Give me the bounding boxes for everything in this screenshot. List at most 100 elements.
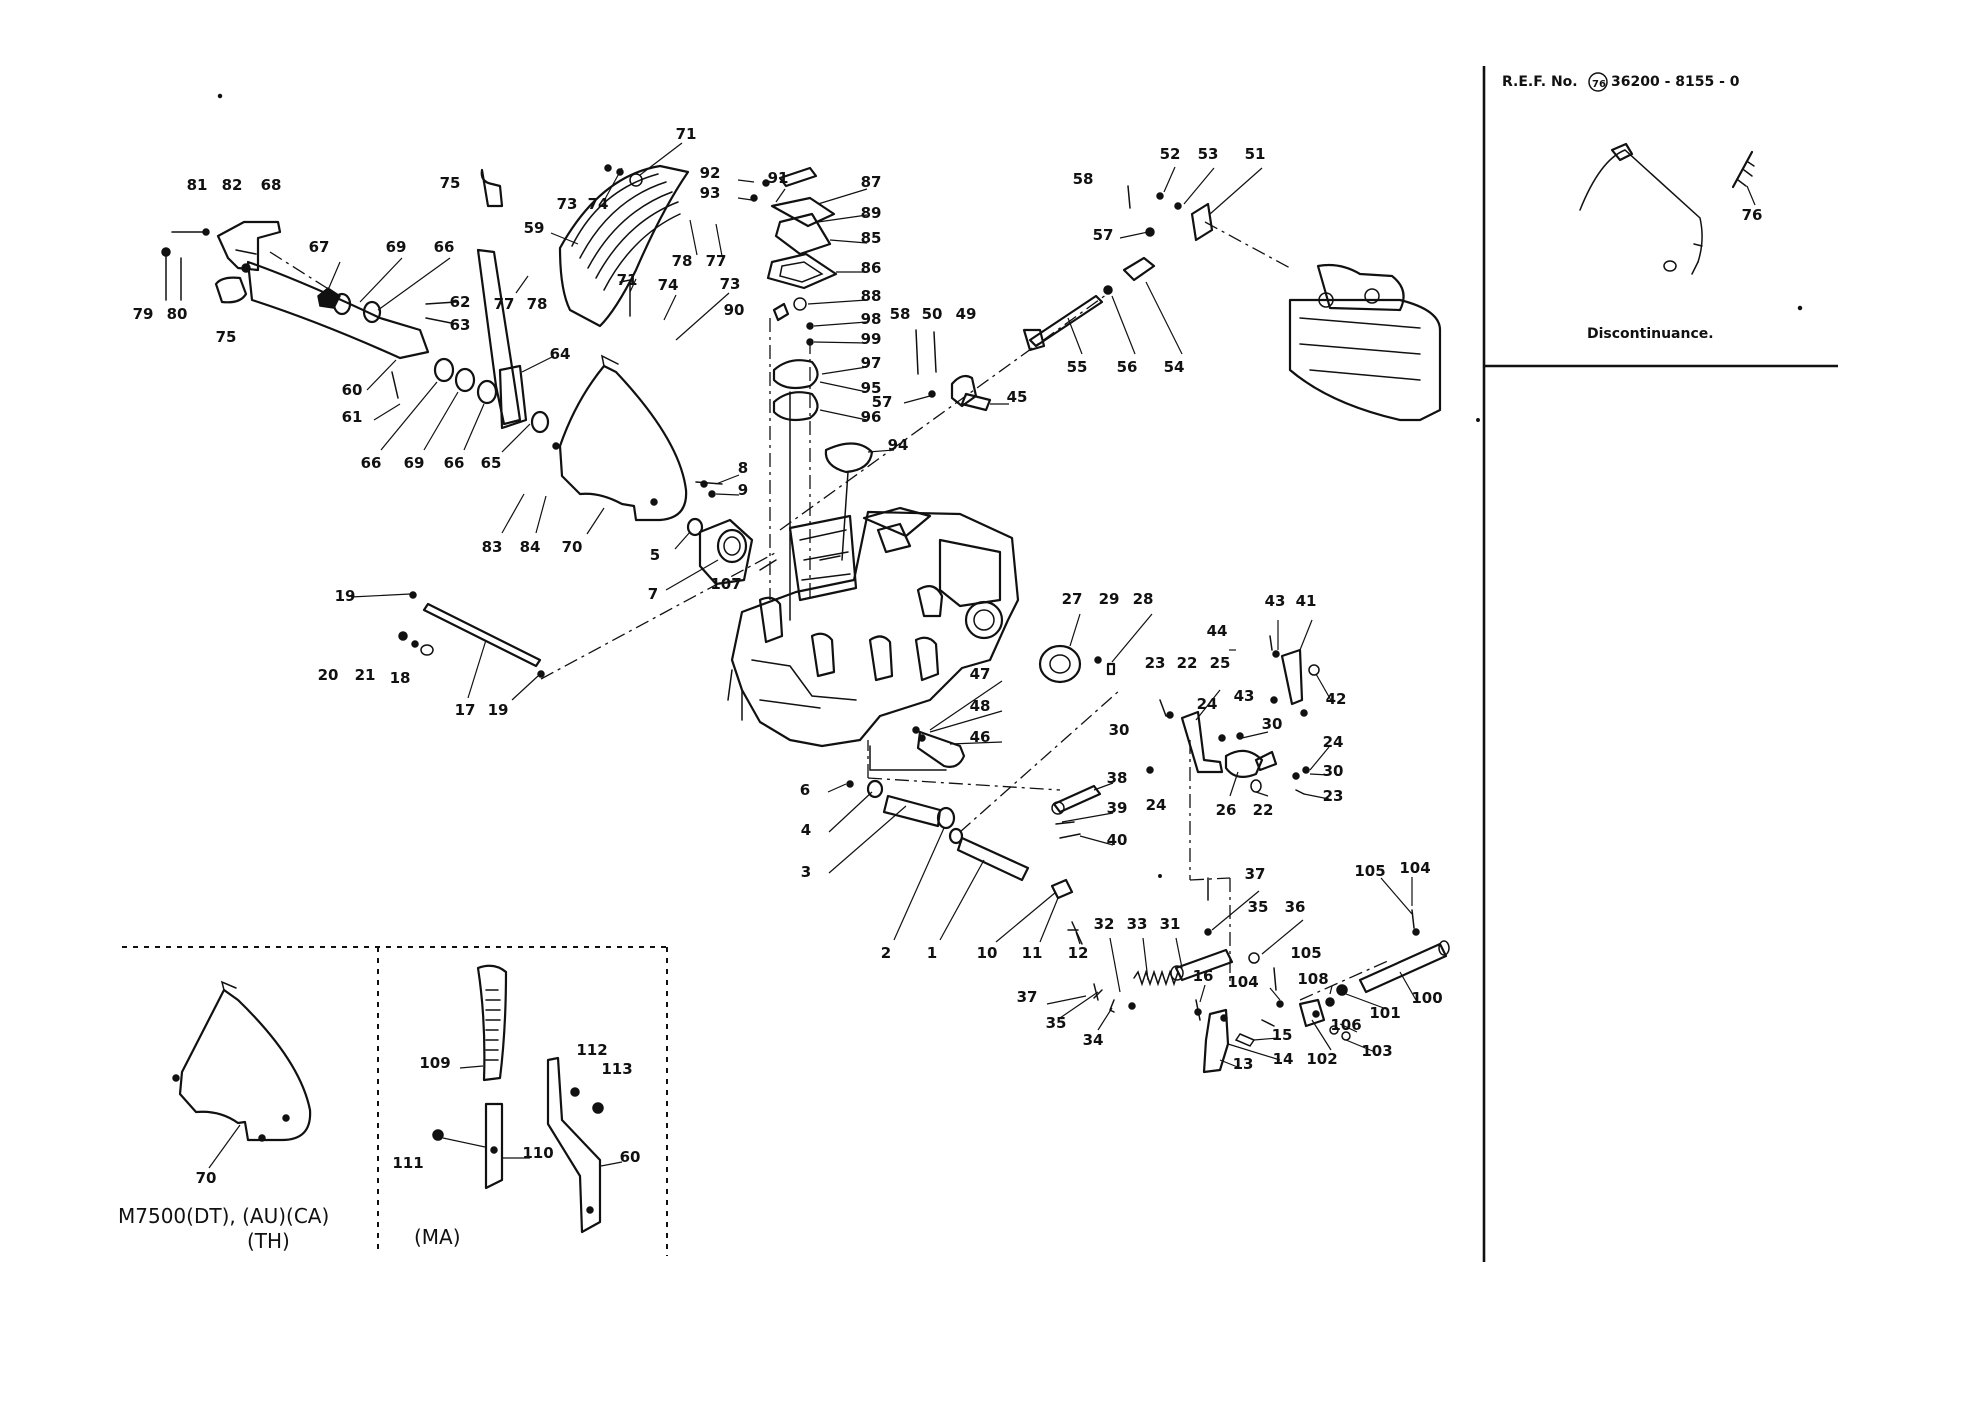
flange-27	[1038, 644, 1116, 684]
callout-33: 33	[1127, 915, 1148, 933]
callout-12: 12	[1068, 944, 1089, 962]
callout-94: 94	[888, 436, 909, 454]
lever-assembly-left	[161, 168, 550, 434]
callout-61: 61	[342, 408, 363, 426]
callout-70: 70	[562, 538, 583, 556]
callout-22: 22	[1253, 801, 1274, 819]
callout-35: 35	[1248, 898, 1269, 916]
callout-17: 17	[455, 701, 476, 719]
cover-70	[552, 354, 688, 522]
callout-9: 9	[738, 481, 748, 499]
callout-52: 52	[1160, 145, 1181, 163]
callout-53: 53	[1198, 145, 1219, 163]
ref-marker: 76	[1592, 79, 1606, 90]
callout-100: 100	[1411, 989, 1442, 1007]
callout-25: 25	[1210, 654, 1231, 672]
callout-59: 59	[524, 219, 545, 237]
callout-39: 39	[1107, 799, 1128, 817]
callout-57: 57	[1093, 226, 1114, 244]
callout-109: 109	[419, 1054, 450, 1072]
callout-79: 79	[133, 305, 154, 323]
callout-69: 69	[386, 238, 407, 256]
callout-87: 87	[861, 173, 882, 191]
callout-64: 64	[550, 345, 571, 363]
callout-14: 14	[1273, 1050, 1294, 1068]
callout-6: 6	[800, 781, 810, 799]
callout-70: 70	[196, 1169, 217, 1187]
callout-96: 96	[861, 408, 882, 426]
callout-36: 36	[1285, 898, 1306, 916]
variant-label-dt: M7500(DT), (AU)(CA)	[118, 1204, 329, 1228]
callout-106: 106	[1330, 1016, 1361, 1034]
callout-111: 111	[392, 1154, 423, 1172]
callout-56: 56	[1117, 358, 1138, 376]
callout-104: 104	[1399, 859, 1430, 877]
valve-stack	[750, 166, 874, 621]
callout-43: 43	[1234, 687, 1255, 705]
callout-50: 50	[922, 305, 943, 323]
callout-26: 26	[1216, 801, 1237, 819]
callout-103: 103	[1361, 1042, 1392, 1060]
callout-86: 86	[861, 259, 882, 277]
callout-88: 88	[861, 287, 882, 305]
callout-77: 77	[706, 252, 727, 270]
pedal-plate-59	[558, 164, 690, 328]
callout-55: 55	[1067, 358, 1088, 376]
shaft-17	[398, 591, 545, 678]
callout-29: 29	[1099, 590, 1120, 608]
callout-78: 78	[527, 295, 548, 313]
callout-3: 3	[801, 863, 811, 881]
callout-35: 35	[1046, 1014, 1067, 1032]
callout-66: 66	[444, 454, 465, 472]
callout-84: 84	[520, 538, 541, 556]
callout-80: 80	[167, 305, 188, 323]
ref-number: 36200 - 8155 - 0	[1611, 74, 1740, 90]
callout-49: 49	[956, 305, 977, 323]
callout-31: 31	[1160, 915, 1181, 933]
callout-110: 110	[522, 1144, 553, 1162]
callout-71: 71	[617, 271, 638, 289]
callout-5: 5	[650, 546, 660, 564]
callout-90: 90	[724, 301, 745, 319]
reference-panel: R.E.F. No. 76 36200 - 8155 - 0 Discontin…	[1482, 66, 1838, 1262]
callout-68: 68	[261, 176, 282, 194]
callout-107: 107	[710, 575, 741, 593]
callout-67: 67	[309, 238, 330, 256]
callout-10: 10	[977, 944, 998, 962]
callout-19: 19	[335, 587, 356, 605]
callout-30: 30	[1109, 721, 1130, 739]
leader-lines	[327, 142, 1417, 1069]
callout-98: 98	[861, 310, 882, 328]
callout-32: 32	[1094, 915, 1115, 933]
center-lines	[269, 221, 1391, 1001]
callout-95: 95	[861, 379, 882, 397]
callout-77: 77	[494, 295, 515, 313]
callout-60: 60	[342, 381, 363, 399]
callout-105: 105	[1290, 944, 1321, 962]
callout-19: 19	[488, 701, 509, 719]
callout-58: 58	[890, 305, 911, 323]
callout-105: 105	[1354, 862, 1385, 880]
callout-58: 58	[1073, 170, 1094, 188]
callout-45: 45	[1007, 388, 1028, 406]
callout-108: 108	[1297, 970, 1328, 988]
callout-37: 37	[1017, 988, 1038, 1006]
callout-57: 57	[872, 393, 893, 411]
sleeve-assembly	[846, 726, 1102, 945]
discontinued-part-76	[1579, 142, 1756, 275]
callout-20: 20	[318, 666, 339, 684]
discontinuance-note: Discontinuance.	[1587, 326, 1714, 342]
callout-30: 30	[1323, 762, 1344, 780]
callout-60: 60	[620, 1148, 641, 1166]
callout-18: 18	[390, 669, 411, 687]
callout-73: 73	[557, 195, 578, 213]
callout-34: 34	[1083, 1031, 1104, 1049]
callout-66: 66	[434, 238, 455, 256]
callout-104: 104	[1227, 973, 1258, 991]
callout-66: 66	[361, 454, 382, 472]
callout-92: 92	[700, 164, 721, 182]
callout-97: 97	[861, 354, 882, 372]
callout-40: 40	[1107, 831, 1128, 849]
callout-24: 24	[1323, 733, 1344, 751]
callout-2: 2	[881, 944, 891, 962]
